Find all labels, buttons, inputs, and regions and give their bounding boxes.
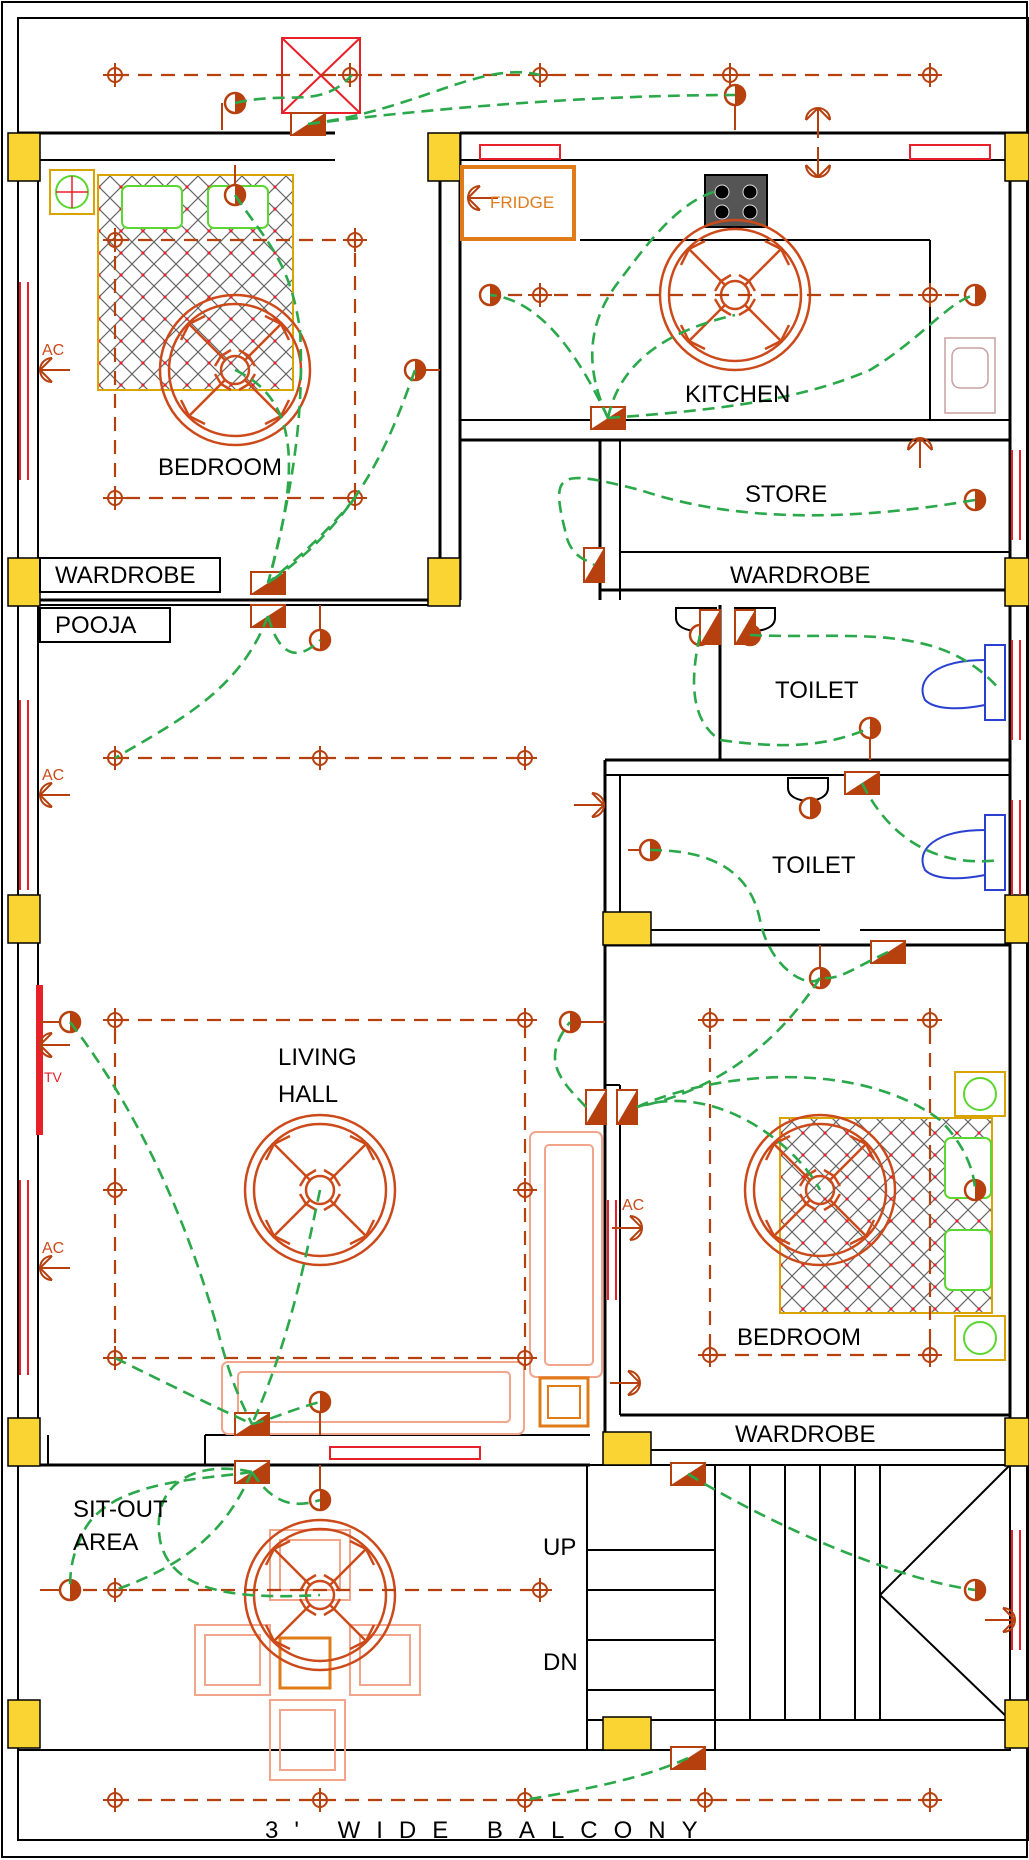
room-label-pooja: POOJA xyxy=(55,612,136,639)
pillars xyxy=(7,132,1029,1751)
room-label-bedroom-top: BEDROOM xyxy=(158,454,282,481)
sink-icon xyxy=(944,337,996,414)
room-label-living: LIVING xyxy=(278,1044,357,1071)
ac-icon xyxy=(39,1255,71,1281)
ac-icon xyxy=(39,357,71,383)
room-label-wardrobe-left: WARDROBE xyxy=(55,562,195,589)
room-label-toilet-2: TOILET xyxy=(772,852,856,879)
balcony-label: 3' WIDE BALCONY xyxy=(265,1817,714,1844)
tv-panel xyxy=(36,985,43,1135)
wc-icon xyxy=(921,829,986,880)
room-label-wardrobe-right: WARDROBE xyxy=(730,562,870,589)
pillow-icon xyxy=(121,185,183,229)
ac-label: AC xyxy=(42,767,64,784)
room-label-toilet-1: TOILET xyxy=(775,677,859,704)
symbol-labels: AC AC AC AC TV FRIDGE xyxy=(42,193,644,1257)
furniture xyxy=(49,165,1006,1781)
room-label-kitchen: KITCHEN xyxy=(685,381,790,408)
wc-icon xyxy=(921,659,986,710)
room-label-wardrobe-bottom: WARDROBE xyxy=(735,1421,875,1448)
table-icon xyxy=(278,1636,332,1690)
fridge-label: FRIDGE xyxy=(490,193,554,212)
exhaust-icon xyxy=(609,1370,641,1396)
exhaust-icon xyxy=(805,146,831,178)
ac-icon xyxy=(39,1032,71,1058)
room-label-store: STORE xyxy=(745,481,827,508)
sofa-icon xyxy=(529,1131,603,1378)
ac-label: AC xyxy=(42,1240,64,1257)
label-boxes xyxy=(39,557,221,643)
pillow-icon xyxy=(944,1229,992,1291)
wall-lamps xyxy=(40,83,987,1602)
ac-label: AC xyxy=(42,342,64,359)
wiring xyxy=(68,70,1001,1802)
exhaust-icon xyxy=(573,792,605,818)
ac-label: AC xyxy=(622,1197,644,1214)
room-labels: BEDROOM KITCHEN STORE WARDROBE WARDROBE … xyxy=(55,381,875,1844)
room-label-sitout: SIT-OUT xyxy=(73,1496,168,1523)
room-label-area: AREA xyxy=(73,1529,138,1556)
fridge-icon xyxy=(460,165,576,241)
stair-label-up: UP xyxy=(543,1534,576,1561)
tv-label: TV xyxy=(44,1069,63,1085)
room-label-hall: HALL xyxy=(278,1081,338,1108)
stair-label-dn: DN xyxy=(543,1649,578,1676)
ac-icon xyxy=(39,782,71,808)
exhaust-icon xyxy=(907,437,933,469)
room-label-bedroom-bottom: BEDROOM xyxy=(737,1324,861,1351)
stove-icon xyxy=(704,174,768,228)
